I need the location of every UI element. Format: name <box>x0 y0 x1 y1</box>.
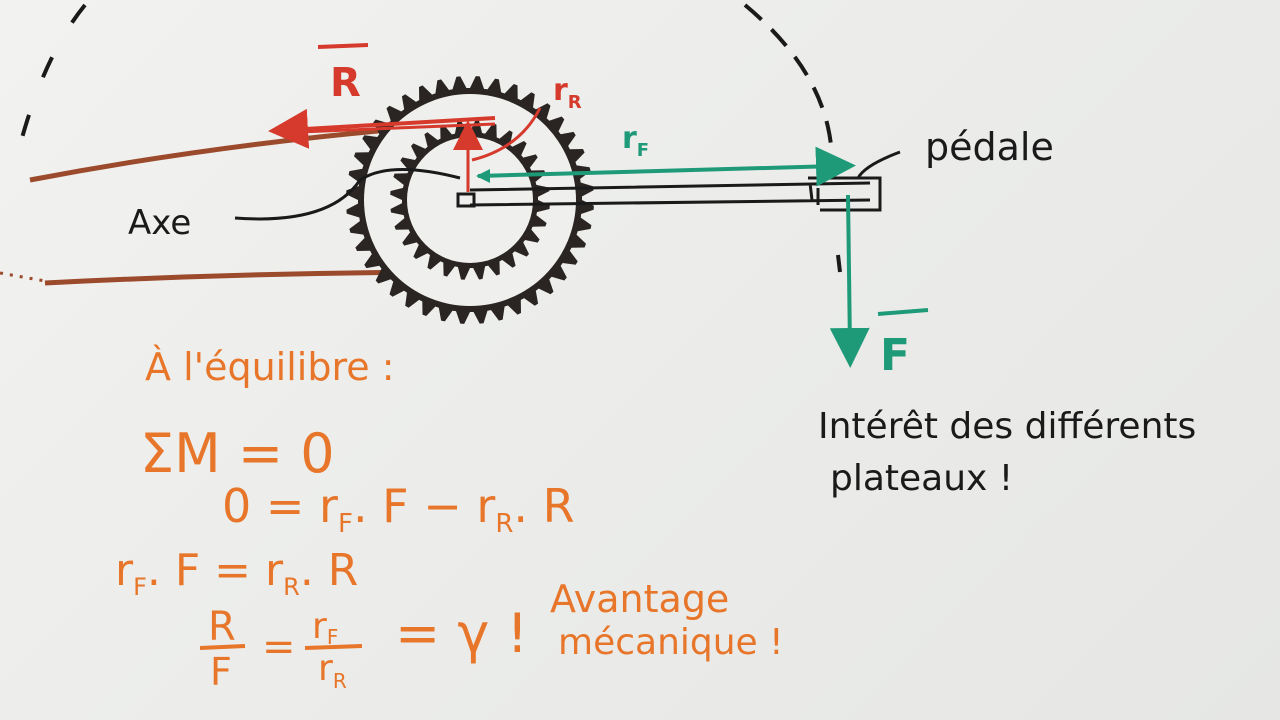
mechanical-advantage-line-1: Avantage <box>550 577 729 621</box>
interet-line-1: Intérêt des différents <box>818 406 1196 447</box>
chain-lower-dots <box>0 271 46 283</box>
fraction-1-bar <box>199 644 246 650</box>
pedal-path-arc <box>743 3 835 171</box>
pedale-label: pédale <box>925 125 1054 169</box>
fraction-2-numerator: rF <box>312 606 338 649</box>
axe-pointer <box>234 167 461 221</box>
r-R-pointer <box>471 107 542 162</box>
r-F-arrow-left <box>476 169 490 183</box>
equation-sum-moments: ΣM = 0 <box>140 422 335 485</box>
fraction-equals: = <box>262 624 296 670</box>
pedal-path-arc-left <box>13 3 87 166</box>
r-R-label: rR <box>553 73 582 113</box>
gamma-ratio: = γ ! <box>395 602 528 665</box>
r-F-label: rF <box>622 121 649 161</box>
gear-small-inner <box>407 137 533 263</box>
F-force-arrow <box>829 194 870 368</box>
small-chainring <box>390 120 550 280</box>
R-vector-label: R <box>330 60 361 106</box>
r-F-dimension <box>477 146 856 187</box>
axe-label: Axe <box>128 203 191 243</box>
fraction-2-denominator: rR <box>318 648 347 693</box>
F-vector-label: F <box>880 330 910 381</box>
axle <box>456 192 476 208</box>
interet-line-2: plateaux ! <box>830 458 1013 499</box>
equation-3: rF. F = rR. R <box>115 545 358 601</box>
R-vector-bar <box>317 43 369 49</box>
crank-arm <box>469 181 871 207</box>
fraction-1-numerator: R <box>208 604 236 650</box>
mechanical-advantage-line-2: mécanique ! <box>558 622 784 663</box>
equation-2: 0 = rF. F − rR. R <box>222 479 575 539</box>
pedal-path-arc-lower <box>836 254 842 273</box>
F-vector-bar <box>877 308 929 316</box>
fraction-2-bar <box>304 644 363 650</box>
fraction-1-denominator: F <box>210 650 232 694</box>
equilibrium-heading: À l'équilibre : <box>145 345 395 389</box>
